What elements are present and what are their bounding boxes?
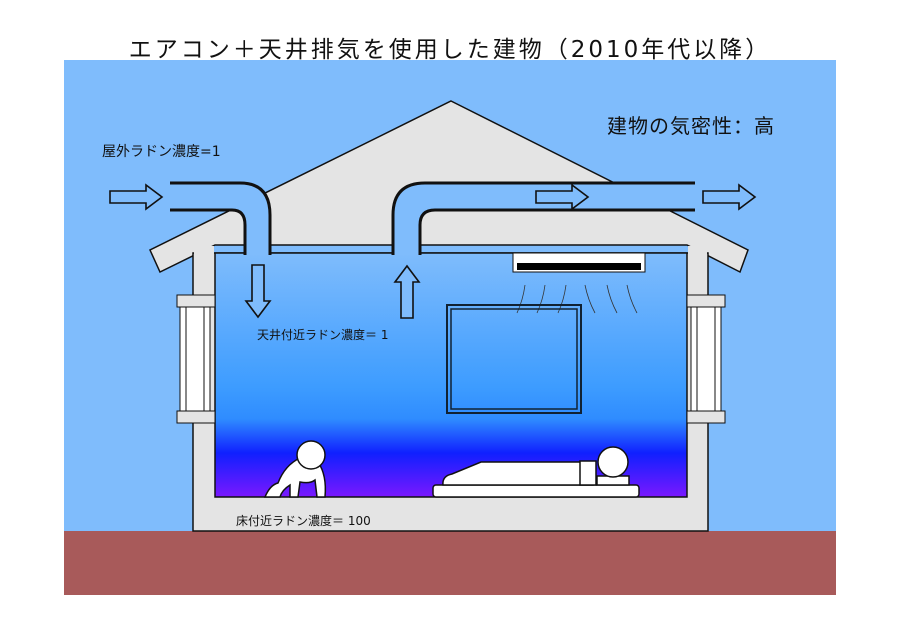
wall-picture bbox=[446, 304, 582, 414]
right-window bbox=[686, 294, 726, 424]
ceiling-radon-label: 天井付近ラドン濃度＝ 1 bbox=[257, 328, 389, 342]
airtightness-label: 建物の気密性：高 bbox=[607, 114, 775, 138]
left-window bbox=[176, 294, 216, 424]
floor-radon-label: 床付近ラドン濃度＝ 100 bbox=[236, 514, 371, 528]
sleeping-person bbox=[432, 446, 640, 498]
exhaust-duct bbox=[391, 181, 695, 255]
air-conditioner bbox=[512, 252, 646, 314]
ground bbox=[64, 531, 836, 595]
diagram-title: エアコン＋天井排気を使用した建物（2010年代以降） bbox=[128, 37, 772, 63]
outdoor-radon-label: 屋外ラドン濃度=1 bbox=[102, 144, 221, 160]
intake-duct bbox=[170, 181, 272, 255]
crawling-baby bbox=[263, 440, 327, 498]
